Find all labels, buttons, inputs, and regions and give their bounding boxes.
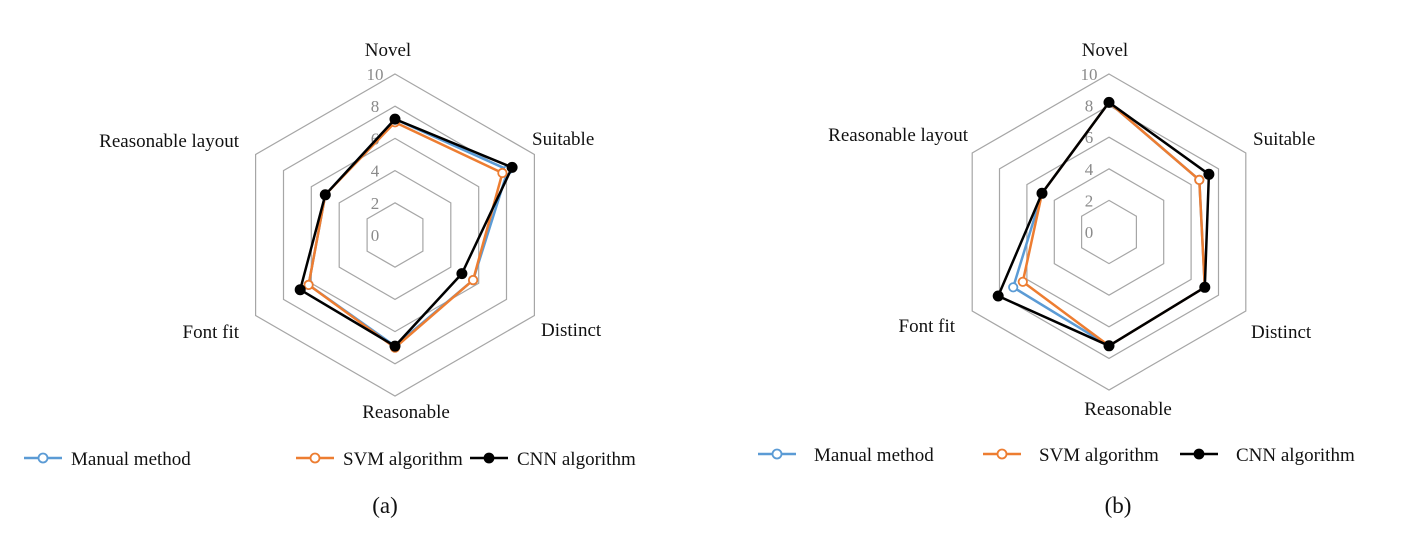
axis-label-suitable: Suitable xyxy=(1253,129,1315,150)
axis-label-reasonable-layout: Reasonable layout xyxy=(828,125,969,146)
tick-label-4: 4 xyxy=(371,162,380,181)
point-cnn-algorithm-distinct xyxy=(456,268,468,280)
gridlines xyxy=(971,73,1247,391)
legend-marker-manual-method xyxy=(771,448,783,460)
axis-label-distinct: Distinct xyxy=(1251,322,1312,343)
legend-marker-cnn-algorithm xyxy=(483,452,495,464)
legend-item-manual-method: Manual method xyxy=(24,449,191,470)
legend-item-svm-algorithm: SVM algorithm xyxy=(983,445,1159,466)
axis-label-distinct: Distinct xyxy=(541,320,602,341)
point-cnn-algorithm-reasonable xyxy=(389,340,401,352)
point-cnn-algorithm-font-fit xyxy=(294,284,306,296)
series-svm-algorithm xyxy=(1017,97,1210,351)
gridline-6 xyxy=(310,137,480,333)
axis-label-novel: Novel xyxy=(1082,40,1128,61)
legend-item-cnn-algorithm: CNN algorithm xyxy=(470,449,636,470)
tick-label-8: 8 xyxy=(1085,97,1094,116)
axis-label-suitable: Suitable xyxy=(532,129,594,150)
gridline-8 xyxy=(998,104,1220,360)
legend-marker-svm-algorithm xyxy=(309,452,321,464)
point-cnn-algorithm-novel xyxy=(389,113,401,125)
point-cnn-algorithm-font-fit xyxy=(992,290,1004,302)
tick-label-10: 10 xyxy=(1081,65,1098,84)
legend: Manual method SVM algorithm CNN algorithm xyxy=(24,449,636,470)
tick-label-2: 2 xyxy=(1085,191,1094,210)
legend-item-manual-method: Manual method xyxy=(758,445,934,466)
point-svm-algorithm-distinct xyxy=(467,274,479,286)
series-line-manual-method xyxy=(1011,101,1207,348)
gridline-4 xyxy=(1053,168,1165,296)
axis-label-font-fit: Font fit xyxy=(899,316,956,337)
tick-label-4: 4 xyxy=(1085,160,1094,179)
gridline-10 xyxy=(971,73,1247,391)
legend-marker-cnn-algorithm xyxy=(1193,448,1205,460)
axis-label-reasonable-layout: Reasonable layout xyxy=(99,131,240,152)
legend-label-svm-algorithm: SVM algorithm xyxy=(343,449,463,470)
tick-label-6: 6 xyxy=(1085,128,1094,147)
legend-item-cnn-algorithm: CNN algorithm xyxy=(1180,445,1355,466)
point-svm-algorithm-suitable xyxy=(497,167,508,179)
legend-marker-manual-method xyxy=(37,452,49,464)
gridline-4 xyxy=(338,169,452,301)
series-line-cnn-algorithm xyxy=(298,117,514,348)
legend-label-manual-method: Manual method xyxy=(814,445,934,466)
gridline-2 xyxy=(1080,199,1138,265)
panel-caption: (b) xyxy=(1105,493,1132,518)
series-line-cnn-algorithm xyxy=(996,101,1211,348)
gridline-10 xyxy=(255,73,536,397)
legend-item-svm-algorithm: SVM algorithm xyxy=(296,449,463,470)
axis-label-reasonable: Reasonable xyxy=(362,402,450,423)
legend-label-cnn-algorithm: CNN algorithm xyxy=(517,449,636,470)
point-cnn-algorithm-reasonable-layout xyxy=(319,189,331,201)
panel-caption: (a) xyxy=(372,493,398,518)
legend-marker-svm-algorithm xyxy=(996,448,1008,460)
point-cnn-algorithm-reasonable xyxy=(1103,340,1115,352)
axis-label-reasonable: Reasonable xyxy=(1084,399,1172,420)
point-cnn-algorithm-distinct xyxy=(1199,281,1211,293)
point-svm-algorithm-suitable xyxy=(1194,174,1205,185)
tick-label-10: 10 xyxy=(367,65,384,84)
gridline-2 xyxy=(366,202,424,268)
tick-label-8: 8 xyxy=(371,97,380,116)
legend-label-cnn-algorithm: CNN algorithm xyxy=(1236,445,1355,466)
tick-label-0: 0 xyxy=(371,226,380,245)
tick-label-0: 0 xyxy=(1085,223,1094,242)
gridline-6 xyxy=(1026,136,1192,328)
series-manual-method xyxy=(1008,97,1210,351)
legend: Manual method SVM algorithm CNN algorithm xyxy=(758,445,1355,466)
tick-label-6: 6 xyxy=(371,129,380,148)
point-svm-algorithm-font-fit xyxy=(1017,276,1028,287)
point-cnn-algorithm-novel xyxy=(1103,96,1115,108)
series-line-svm-algorithm xyxy=(307,121,504,349)
series-cnn-algorithm xyxy=(294,113,518,352)
legend-label-svm-algorithm: SVM algorithm xyxy=(1039,445,1159,466)
series-cnn-algorithm xyxy=(992,96,1215,352)
point-cnn-algorithm-reasonable-layout xyxy=(1036,187,1048,199)
axis-label-font-fit: Font fit xyxy=(183,322,240,343)
legend-label-manual-method: Manual method xyxy=(71,449,191,470)
point-manual-method-font-fit xyxy=(1008,282,1019,293)
point-cnn-algorithm-suitable xyxy=(1203,168,1215,180)
point-cnn-algorithm-suitable xyxy=(506,161,518,173)
tick-label-2: 2 xyxy=(371,194,380,213)
point-svm-algorithm-font-fit xyxy=(303,279,314,290)
axis-label-novel: Novel xyxy=(365,40,411,61)
